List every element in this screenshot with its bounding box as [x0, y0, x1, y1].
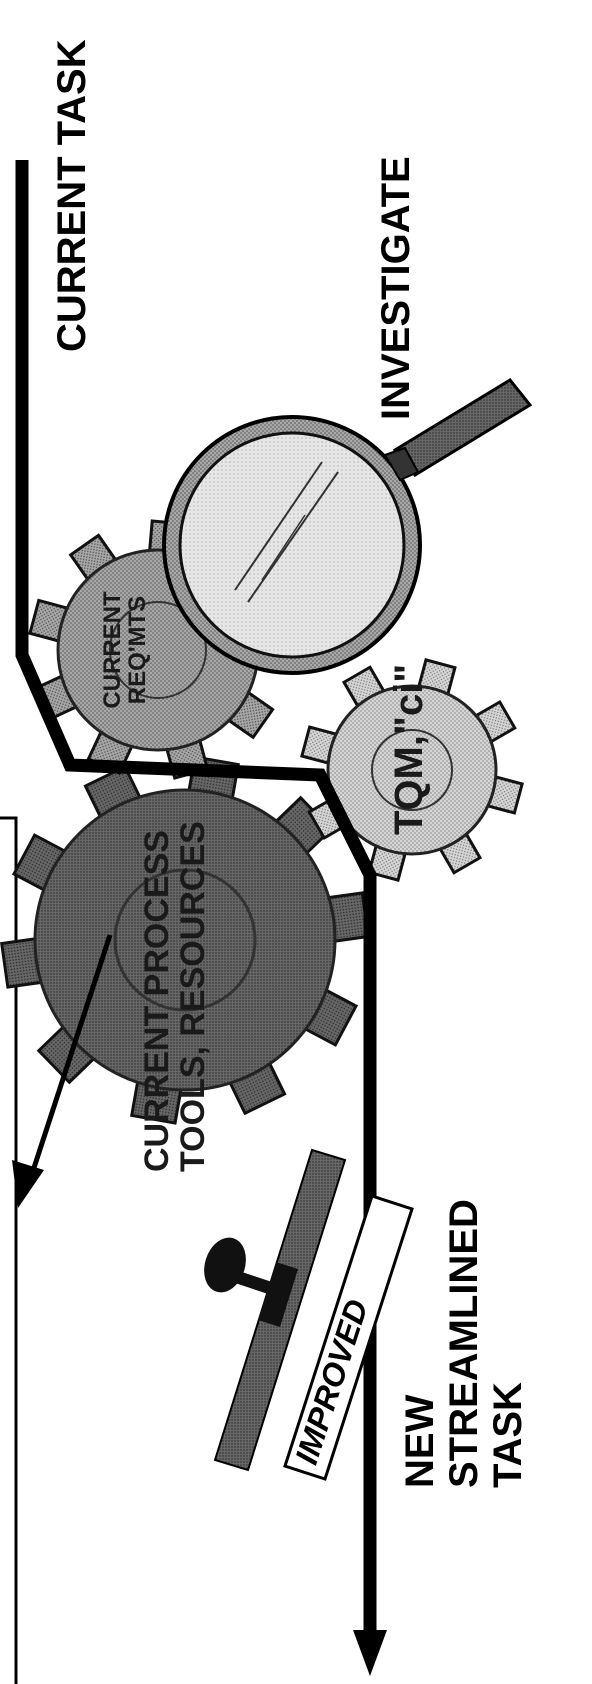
rubber-stamp-icon: [204, 1148, 347, 1472]
gear-current-process: [0, 755, 370, 1125]
improved-stamp-frame: [283, 1194, 414, 1481]
feedback-arrow: [12, 934, 113, 1208]
investigate-label: INVESTIGATE: [374, 156, 418, 420]
current-task-label: CURRENT TASK: [50, 39, 94, 352]
feedback-loop-line: [0, 816, 18, 1684]
current-process-label: CURRENT PROCESS TOOLS, RESOURCES: [138, 821, 212, 1172]
current-reqmts-label: CURRENT REQ'MTS: [99, 591, 152, 709]
gear-tqm: [300, 658, 524, 882]
task-flow-line: [15, 160, 387, 1676]
magnifying-glass-icon: [162, 378, 533, 675]
new-streamlined-task-label: NEW STREAMLINED TASK: [398, 1199, 530, 1488]
flow-arrow-head: [353, 1630, 387, 1676]
tqm-ci-label: TQM,"ci": [387, 663, 431, 835]
